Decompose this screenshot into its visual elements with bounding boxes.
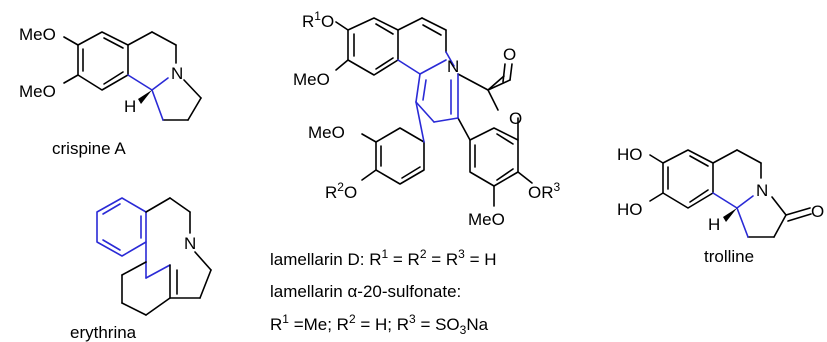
- trolline-ho-top: HO: [617, 145, 643, 164]
- trolline-n-atom: N: [756, 181, 768, 200]
- crispine-n-atom: N: [171, 64, 183, 83]
- lamellarin-black-bonds: [335, 17, 533, 207]
- lamellarin-r2-o: R2O: [325, 180, 357, 202]
- trolline-black-bonds: [649, 149, 812, 238]
- lamellarin-n-atom: N: [447, 57, 459, 76]
- trolline-blue-bonds: [712, 192, 754, 238]
- lamellarin-meo-aryl: MeO: [308, 123, 345, 142]
- crispine-caption: crispine A: [52, 139, 126, 158]
- crispine-blue-bonds: [127, 74, 169, 121]
- trolline-o-atom: O: [811, 202, 824, 221]
- lamellarin-caption-line2: lamellarin α-20-sulfonate:: [270, 282, 461, 301]
- crispine-meo-top: MeO: [19, 25, 56, 44]
- trolline-caption: trolline: [704, 247, 754, 266]
- lamellarin-blue-bonds: [397, 51, 459, 143]
- lamellarin-or3: OR3: [528, 180, 561, 202]
- lamellarin-meo-bottom: MeO: [468, 210, 505, 229]
- lamellarin-meo-left: MeO: [293, 70, 330, 89]
- trolline-stereo-wedge: [723, 208, 737, 222]
- erythrina-caption: erythrina: [70, 323, 137, 342]
- crispine-a-structure: MeO MeO N H crispine A: [19, 25, 202, 158]
- crispine-h-atom: H: [124, 97, 136, 116]
- trolline-ho-bottom: HO: [617, 200, 643, 219]
- erythrina-n-atom: N: [184, 234, 196, 253]
- lamellarin-r1-o: R1O: [302, 9, 334, 31]
- lamellarin-ring-o: O: [509, 109, 522, 128]
- lamellarin-structure: R1O MeO N O O MeO R2O MeO OR3 lamellarin…: [270, 9, 561, 337]
- erythrina-black-bonds: [121, 197, 212, 316]
- erythrina-structure: N erythrina: [70, 197, 212, 342]
- crispine-meo-bottom: MeO: [19, 82, 56, 101]
- trolline-structure: HO HO N O H trolline: [617, 145, 824, 266]
- lamellarin-caption-line1: lamellarin D: R1 = R2 = R3 = H: [270, 247, 497, 269]
- trolline-h-atom: H: [708, 215, 720, 234]
- lamellarin-caption-line3: R1 =Me; R2 = H; R3 = SO3Na: [270, 312, 489, 337]
- erythrina-blue-bonds: [96, 197, 171, 279]
- lamellarin-carbonyl-o: O: [503, 45, 516, 64]
- crispine-stereo-wedge: [138, 90, 152, 104]
